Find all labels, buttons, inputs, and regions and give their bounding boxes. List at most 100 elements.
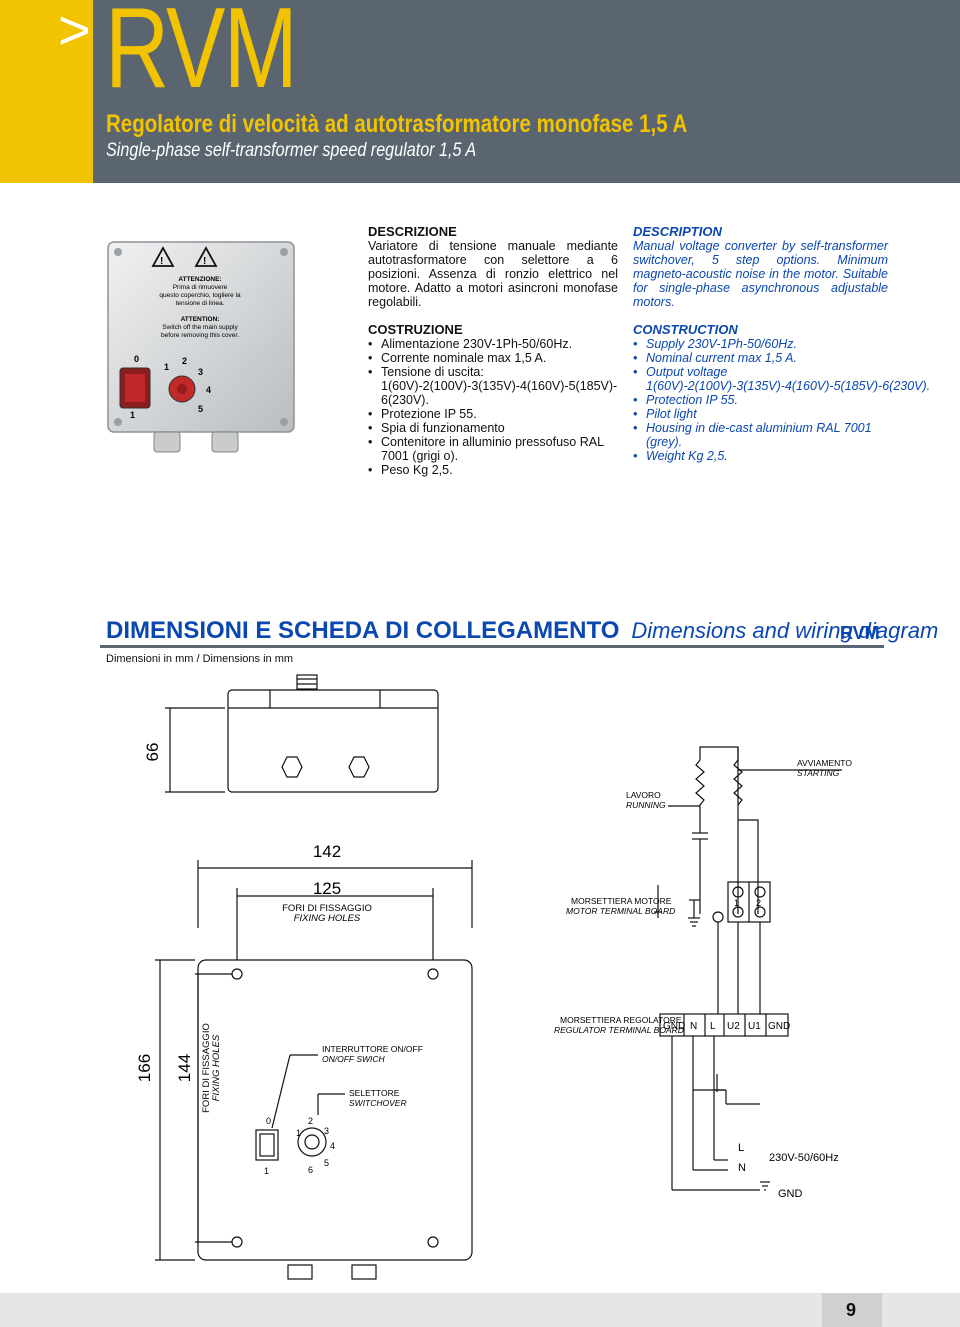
dimension-125: 125	[313, 879, 341, 898]
box-front-view	[197, 959, 473, 1261]
english-column: DESCRIPTION Manual voltage converter by …	[633, 224, 930, 464]
technical-drawing: 66 142 125 FORI DI FISSAGGIO FIXING HOLE…	[135, 674, 852, 1280]
dimension-166: 166	[135, 1054, 154, 1082]
knob-side	[296, 674, 318, 690]
dial-label: 4	[330, 1141, 335, 1151]
title-english: Single-phase self-transformer speed regu…	[106, 140, 477, 161]
dial-label: 1	[264, 1166, 269, 1176]
list-item: Tensione di uscita: 1(60V)-2(100V)-3(135…	[368, 365, 618, 407]
dimension-142: 142	[313, 842, 341, 861]
list-item: Protection IP 55.	[633, 393, 888, 407]
list-item: Contenitore in alluminio pressofuso RAL …	[368, 435, 618, 463]
dial-label: 5	[198, 404, 203, 414]
warning-icon: !	[203, 256, 206, 267]
gnd-label: GND	[778, 1188, 803, 1200]
list-item: Weight Kg 2,5.	[633, 449, 888, 463]
dial-label: 4	[206, 385, 211, 395]
photo-label: tensione di linea.	[176, 300, 225, 307]
reg-tb-label: REGULATOR TERMINAL BOARD	[554, 1025, 684, 1035]
reg-terminal: N	[690, 1021, 697, 1032]
reg-terminal: U1	[748, 1021, 761, 1032]
section-heading: COSTRUZIONE	[368, 322, 463, 337]
dimension-66: 66	[143, 743, 162, 762]
starting-label: AVVIAMENTO	[797, 758, 852, 768]
photo-label: ATTENZIONE:	[178, 276, 221, 283]
line-label: N	[738, 1162, 746, 1174]
dimension-144: 144	[175, 1054, 194, 1082]
units-note: Dimensioni in mm / Dimensions in mm	[106, 653, 294, 665]
fixing-label: FIXING HOLES	[294, 913, 361, 924]
photo-label: ATTENTION:	[181, 316, 220, 323]
product-photo: ! ! ATTENZIONE: Prima di rimuovere quest…	[107, 241, 295, 453]
reg-terminal: GND	[768, 1021, 790, 1032]
divider	[100, 645, 884, 648]
photo-label: Switch off the main supply	[162, 324, 238, 331]
list-item: Spia di funzionamento	[368, 421, 618, 435]
list-item: Corrente nominale max 1,5 A.	[368, 351, 618, 365]
fixing-label: FORI DI FISSAGGIO	[201, 1023, 212, 1113]
dial-label: 0	[266, 1116, 271, 1126]
photo-label: before removing this cover.	[161, 332, 239, 339]
dial-label: 2	[182, 356, 187, 366]
list-item: Supply 230V-1Ph-50/60Hz.	[633, 337, 888, 351]
reg-tb-label: MORSETTIERA REGOLATORE	[560, 1015, 682, 1025]
photo-label: questo coperchio, togliere la	[159, 292, 241, 299]
list-item: Protezione IP 55.	[368, 407, 618, 421]
switch-label: INTERRUTTORE ON/OFF	[322, 1044, 423, 1054]
reg-terminal: U2	[727, 1021, 740, 1032]
motor-tb-label: MORSETTIERA MOTORE	[571, 896, 672, 906]
reg-terminal: L	[710, 1021, 716, 1032]
page-number-box	[822, 1293, 882, 1327]
page-number: 9	[846, 1300, 857, 1320]
title-italian: Regolatore di velocità ad autotrasformat…	[106, 110, 688, 138]
photo-label: Prima di rimuovere	[173, 284, 228, 291]
warning-icon: !	[160, 256, 163, 267]
section-heading: DESCRIPTION	[633, 224, 722, 239]
italian-column: DESCRIZIONE Variatore di tensione manual…	[368, 224, 618, 478]
dial-label: 1	[164, 362, 169, 372]
section-title-italian: DIMENSIONI E SCHEDA DI COLLEGAMENTO	[106, 617, 620, 644]
line-label: L	[738, 1142, 744, 1154]
dial-label: 1	[296, 1128, 301, 1138]
list-item: Peso Kg 2,5.	[368, 463, 618, 477]
running-label: RUNNING	[626, 800, 666, 810]
gland-icon	[281, 756, 303, 778]
reg-terminal: GND	[663, 1021, 685, 1032]
fixing-label: FIXING HOLES	[211, 1034, 222, 1101]
section-title-english: Dimensions and wiring diagram	[631, 618, 939, 643]
starting-label: STARTING	[797, 768, 840, 778]
section-title: DIMENSIONI E SCHEDA DI COLLEGAMENTO Dimen…	[106, 617, 938, 645]
selector-drawing	[297, 1127, 327, 1157]
spec-list: Alimentazione 230V-1Ph-50/60Hz. Corrente…	[368, 337, 618, 477]
description-text: Variatore di tensione manuale mediante a…	[368, 239, 618, 309]
section-heading: DESCRIZIONE	[368, 224, 457, 239]
spec-list: Supply 230V-1Ph-50/60Hz. Nominal current…	[633, 337, 930, 463]
fixing-label: FORI DI FISSAGGIO	[282, 903, 372, 914]
accent-block	[0, 0, 93, 183]
switch-label: ON/OFF SWICH	[322, 1054, 386, 1064]
section-brand: RVM	[840, 623, 880, 643]
dial-label: 3	[324, 1126, 329, 1136]
header-banner: > RVM Regolatore di velocità ad autotras…	[0, 0, 960, 183]
description-text: Manual voltage converter by self-transfo…	[633, 239, 888, 309]
running-label: LAVORO	[626, 790, 661, 800]
switch-drawing	[255, 1129, 279, 1161]
selector-label: SELETTORE	[349, 1088, 400, 1098]
gland-icon	[348, 756, 370, 778]
motor-terminal: 2	[756, 898, 761, 908]
box-side-view	[227, 689, 439, 793]
list-item: Nominal current max 1,5 A.	[633, 351, 888, 365]
dial-label: 0	[134, 354, 139, 364]
selector-label: SWITCHOVER	[349, 1098, 407, 1108]
section-heading: CONSTRUCTION	[633, 322, 738, 337]
footer-bar: 9	[0, 1293, 960, 1327]
list-item: Housing in die-cast aluminium RAL 7001 (…	[633, 421, 888, 449]
list-item: Output voltage 1(60V)-2(100V)-3(135V)-4(…	[633, 365, 930, 393]
dial-label: 3	[198, 367, 203, 377]
brand-title: RVM	[105, 0, 298, 112]
dial-label: 6	[308, 1165, 313, 1175]
supply-label: 230V-50/60Hz	[769, 1152, 839, 1164]
dial-label: 5	[324, 1158, 329, 1168]
list-item: Pilot light	[633, 407, 888, 421]
list-item: Alimentazione 230V-1Ph-50/60Hz.	[368, 337, 618, 351]
